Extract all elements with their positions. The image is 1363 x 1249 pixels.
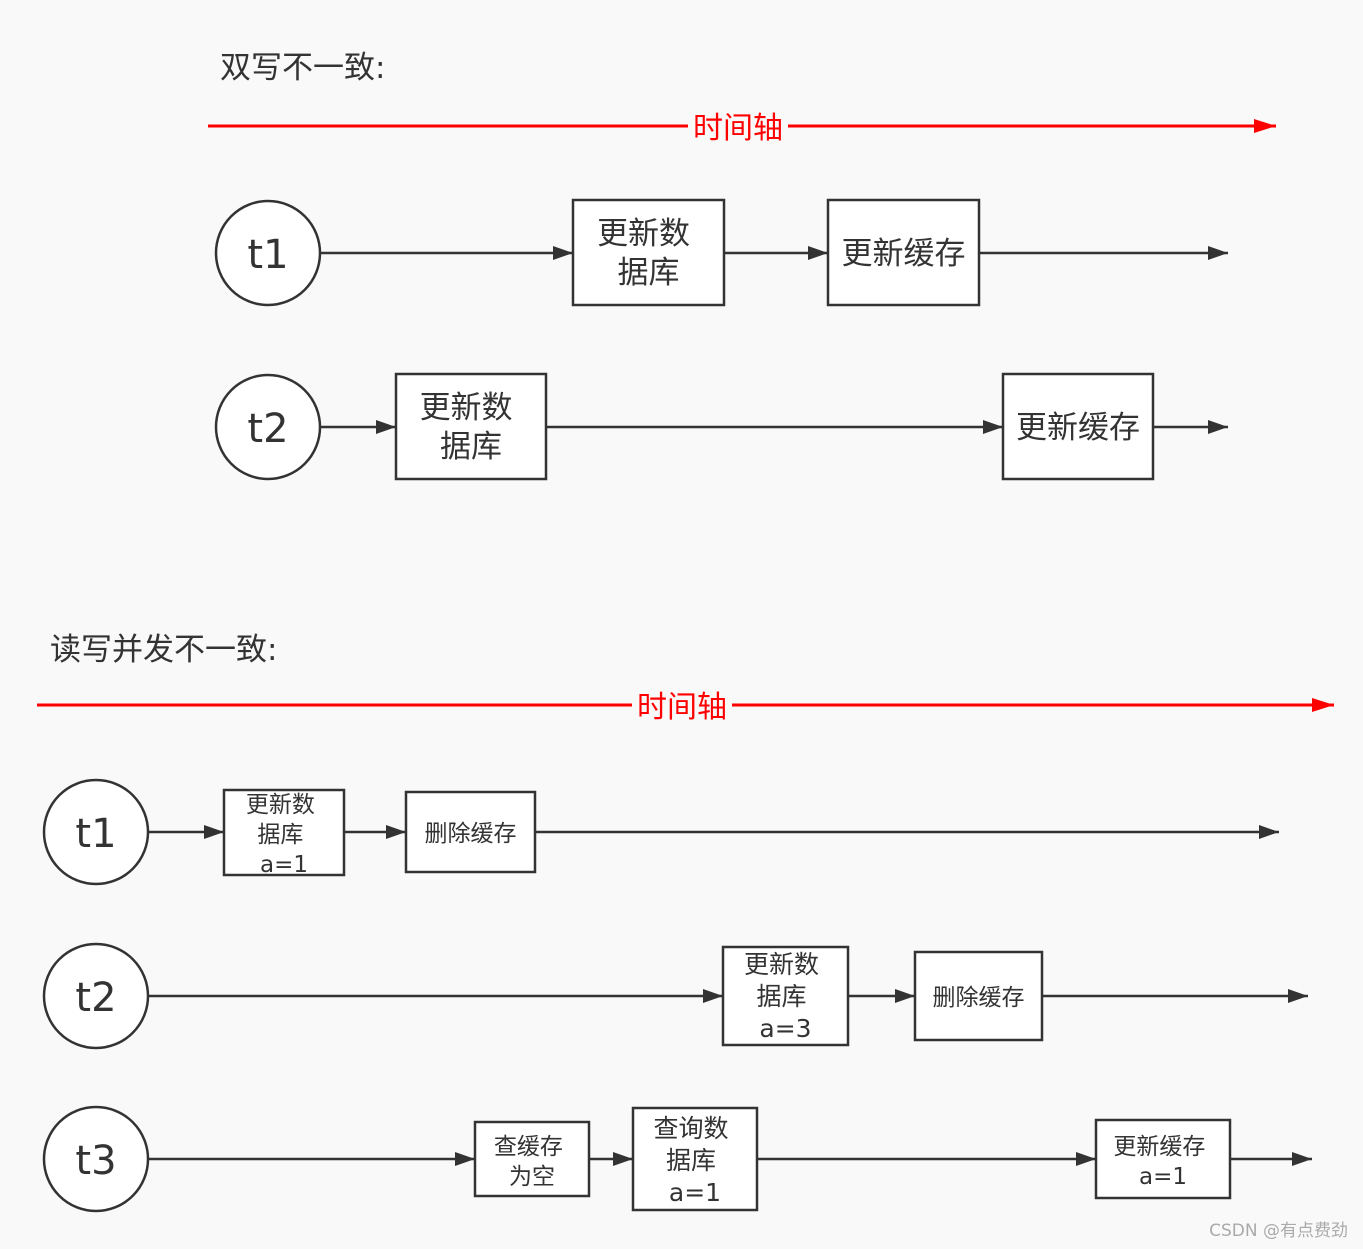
s2-t3-step-3-text: 更新缓存 a=1 [1113, 1134, 1212, 1190]
s2-t3-step-2-box [631, 1106, 759, 1212]
s1-t1-step-1-text: 更新数 据库 [597, 216, 700, 291]
s2-t2-step-1-box [721, 945, 850, 1047]
s1-t1-step-2-box [826, 198, 981, 307]
s2-t1-node [42, 778, 150, 886]
s2-t3-step-2-text: 查询数 据库 a=1 [654, 1114, 737, 1207]
timeline-1-label: 时间轴 [693, 111, 783, 146]
s2-t1-step-1-text: 更新数 据库 a=1 [246, 792, 322, 878]
s1-t1-step-1-box [571, 198, 726, 307]
section2-title: 读写并发不一致: [50, 632, 277, 668]
s2-t3-label: t3 [75, 1138, 116, 1184]
s1-t2-step-2-box [1001, 372, 1155, 481]
s2-t1-step-2-text: 删除缓存 [425, 821, 517, 847]
s2-t2-node [42, 942, 150, 1050]
timeline-2-label: 时间轴 [637, 690, 727, 725]
s2-t2-label: t2 [75, 975, 116, 1021]
s2-t3-node [42, 1105, 150, 1213]
s1-t1-label: t1 [247, 232, 288, 278]
s2-t1-label: t1 [75, 811, 116, 857]
timeline-1-label-bg [688, 108, 788, 146]
s2-t2-step-2-text: 删除缓存 [933, 985, 1025, 1011]
s2-t3-step-1-text: 查缓存 为空 [494, 1134, 570, 1190]
s1-t2-step-1-box [394, 372, 548, 481]
s2-t2-step-1-text: 更新数 据库 a=3 [744, 950, 827, 1043]
watermark: CSDN @有点费劲 [1209, 1221, 1348, 1241]
s1-t2-step-1-text: 更新数 据库 [420, 390, 523, 465]
timeline-2-label-bg [632, 687, 732, 725]
s2-t3-step-1-box [473, 1120, 591, 1198]
s2-t1-step-1-box [222, 788, 346, 877]
s2-t2-step-2-box [913, 950, 1044, 1042]
s2-t1-step-2-box [404, 790, 537, 874]
s1-t2-node [214, 373, 322, 481]
section1-title: 双写不一致: [220, 50, 385, 86]
s1-t2-step-2-text: 更新缓存 [1016, 410, 1140, 446]
s1-t2-label: t2 [247, 406, 288, 452]
s1-t1-node [214, 199, 322, 307]
s2-t3-step-3-box [1094, 1118, 1232, 1200]
s1-t1-step-2-text: 更新缓存 [842, 236, 966, 272]
